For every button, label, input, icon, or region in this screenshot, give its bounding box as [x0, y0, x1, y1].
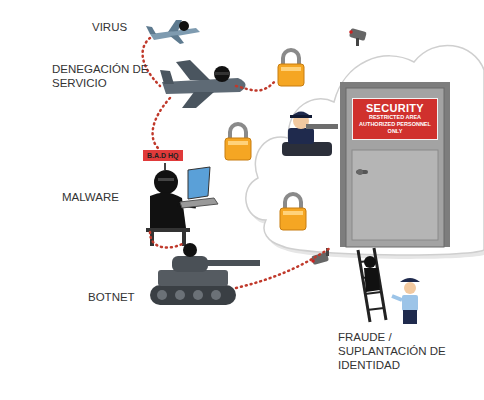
threat-label: MALWARE [62, 190, 142, 204]
ladder-thief [358, 248, 386, 322]
warning-sign: SECURITYRESTRICTED AREA AUTHORIZED PERSO… [352, 98, 438, 140]
security-door [340, 82, 450, 247]
sign-heading: B.A.D HQ [147, 151, 179, 160]
cloud [246, 45, 484, 259]
threat-label: DENEGACIÓN DE SERVICIO [52, 62, 158, 90]
virus-plane [146, 20, 200, 44]
guard-turret [282, 112, 338, 157]
threat-label: BOTNET [88, 290, 148, 304]
sign-heading: SECURITY [356, 102, 434, 114]
hacker [146, 163, 218, 246]
attack-trail [143, 38, 330, 288]
hq-sign: B.A.D HQ [143, 150, 183, 161]
threat-label: VIRUS [92, 20, 152, 34]
threat-label: FRAUDE / SUPLANTACIÓN DE IDENTIDAD [338, 330, 468, 372]
sign-text: RESTRICTED AREA AUTHORIZED PERSONNEL ONL… [356, 114, 434, 135]
police-guard [392, 278, 420, 324]
bomber-plane [160, 60, 246, 108]
tank [150, 243, 260, 305]
